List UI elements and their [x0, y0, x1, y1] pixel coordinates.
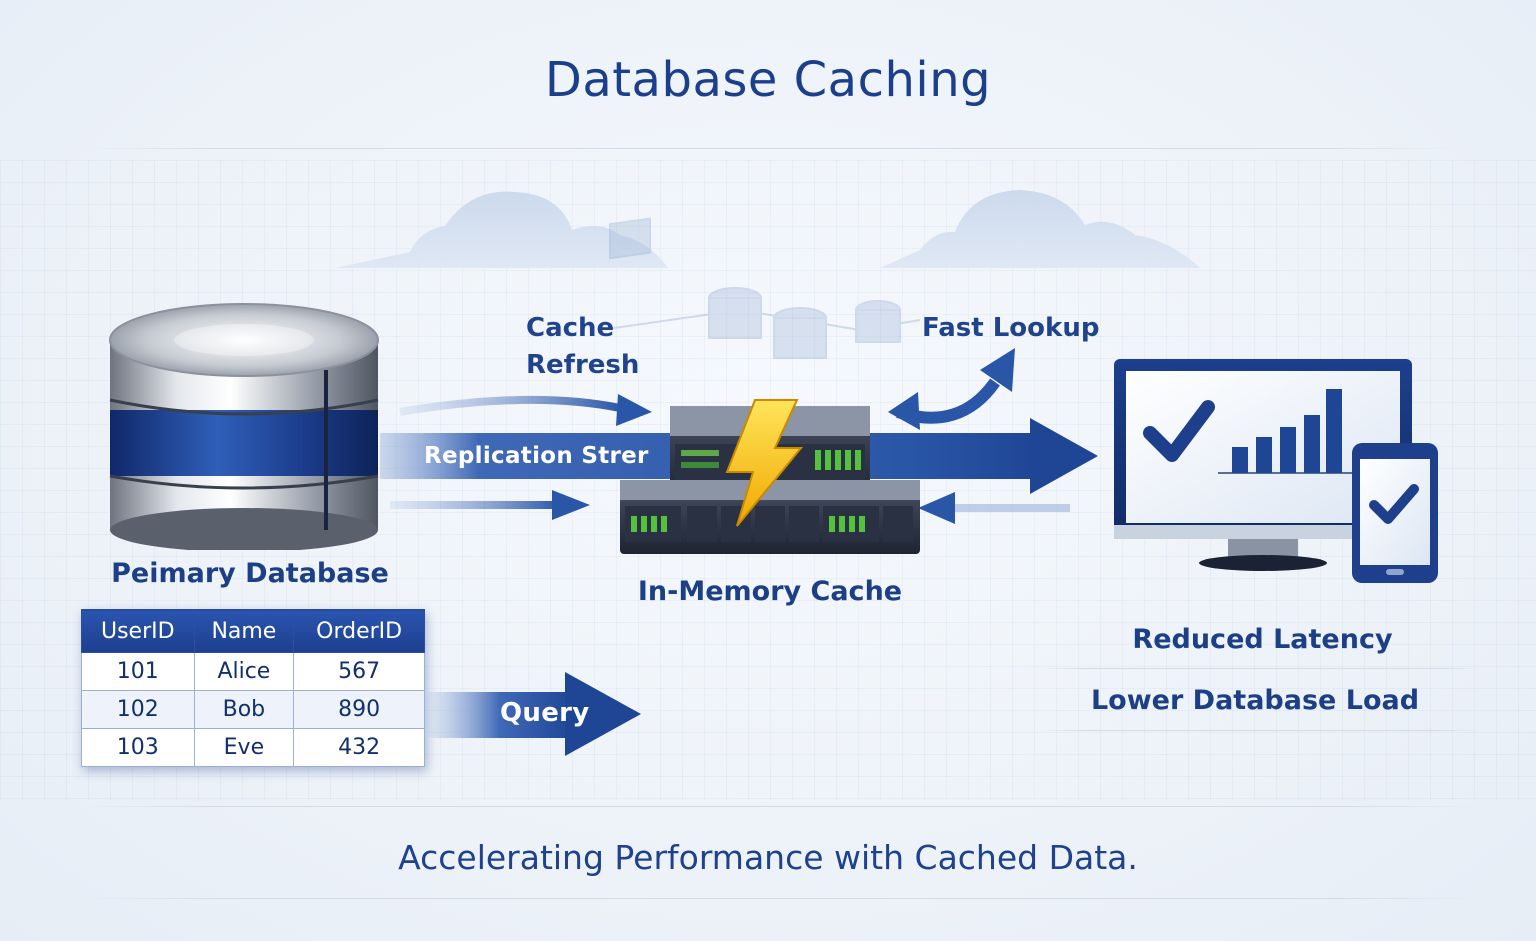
primary-database-label: Peimary Database	[111, 558, 389, 589]
client-devices	[1114, 359, 1438, 583]
database-table: UserID Name OrderID 101 Alice 567 102 Bo…	[81, 609, 425, 767]
table-cell: 567	[293, 652, 425, 691]
fast-lookup-label: Fast Lookup	[922, 313, 1100, 343]
column-header: Name	[193, 609, 295, 653]
fast-lookup-arrow	[888, 348, 1015, 430]
benefit-reduced-latency: Reduced Latency	[1132, 624, 1393, 655]
query-arrow	[425, 672, 641, 756]
table-cell: 103	[81, 728, 195, 767]
in-memory-cache-label: In-Memory Cache	[637, 576, 903, 607]
query-label: Query	[500, 698, 590, 728]
table-cell: Eve	[193, 728, 295, 767]
title-divider	[80, 148, 1460, 149]
page-title: Database Caching	[544, 52, 992, 108]
cache-refresh-label: Cache Refresh	[526, 310, 639, 384]
return-arrow	[918, 492, 1070, 524]
table-row: 102 Bob 890	[81, 690, 425, 729]
database-icon	[109, 303, 379, 550]
cloud-icon	[880, 190, 1200, 268]
table-cell: 101	[81, 652, 195, 691]
tablet-icon	[1352, 443, 1438, 583]
replication-stream-label: Replication Strer	[424, 443, 649, 469]
cache-refresh-line-2: Refresh	[526, 350, 640, 380]
table-cell: Bob	[193, 690, 295, 729]
write-arrow	[390, 490, 590, 520]
background-clouds	[335, 190, 1200, 359]
footer-divider	[80, 898, 1480, 899]
benefit-divider	[1040, 730, 1480, 731]
checkmark-icon	[1369, 484, 1419, 524]
bar-chart-icon	[1218, 389, 1393, 474]
footer-divider	[80, 806, 1480, 807]
table-row: 101 Alice 567	[81, 652, 425, 691]
table-cell: Alice	[193, 652, 295, 691]
cache-refresh-line-1: Cache	[526, 313, 615, 343]
table-header-row: UserID Name OrderID	[81, 609, 425, 653]
table-cell: 890	[293, 690, 425, 729]
lightning-bolt-icon	[725, 399, 804, 527]
table-row: 103 Eve 432	[81, 728, 425, 767]
benefit-divider	[1040, 668, 1480, 669]
server-rack-icon	[620, 399, 920, 554]
network-icon	[599, 217, 921, 359]
column-header: UserID	[81, 609, 195, 653]
benefit-lower-db-load: Lower Database Load	[1090, 685, 1420, 716]
cloud-icon	[335, 191, 668, 268]
footer-tagline: Accelerating Performance with Cached Dat…	[398, 838, 1138, 877]
table-cell: 102	[81, 690, 195, 729]
table-cell: 432	[293, 728, 425, 767]
checkmark-icon	[1143, 400, 1215, 462]
cache-refresh-arrow	[399, 394, 652, 426]
column-header: OrderID	[293, 609, 425, 653]
